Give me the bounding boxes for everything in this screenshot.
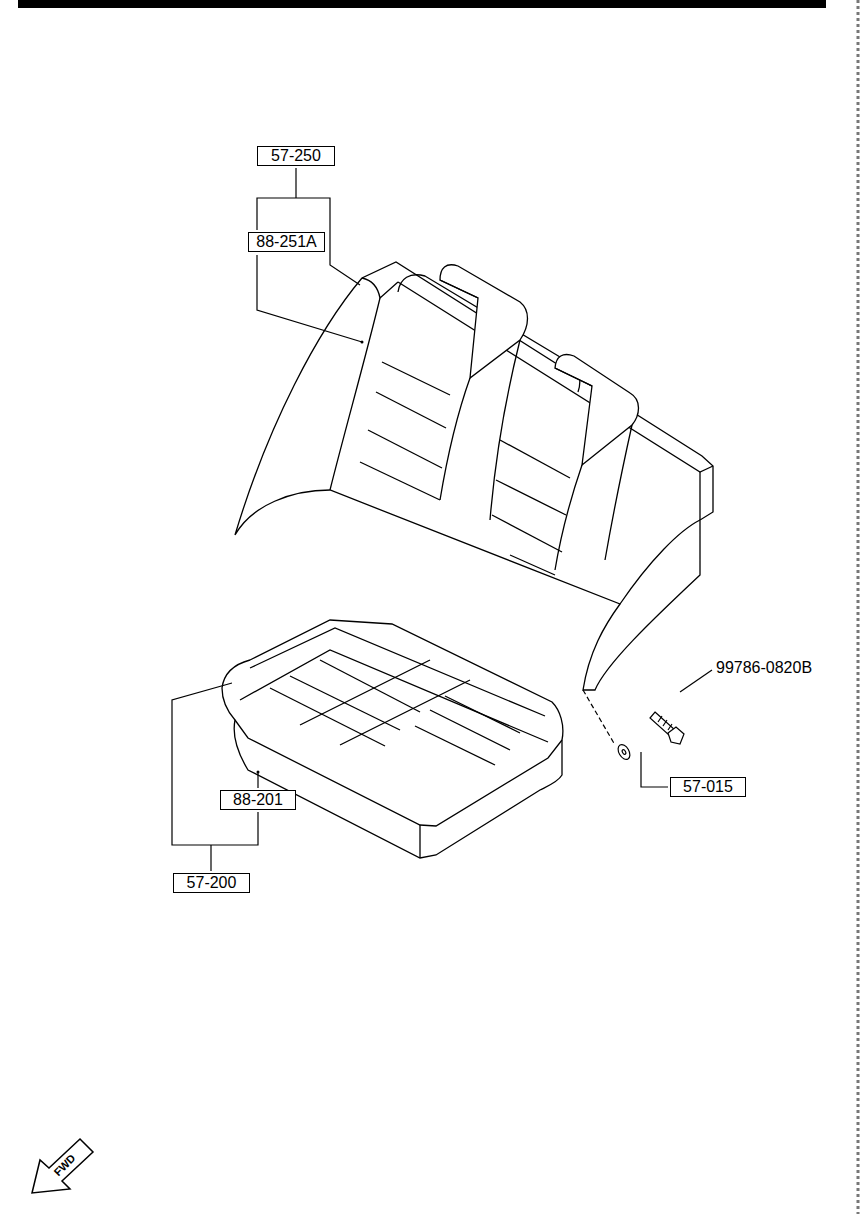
bolt-and-washer <box>616 712 684 761</box>
forward-arrow <box>32 1139 93 1193</box>
rear-seat-back <box>235 262 713 690</box>
callout-number: 57-250 <box>257 146 335 166</box>
page-edge <box>857 0 860 1214</box>
callout-number: 88-201 <box>220 790 296 810</box>
leader-dot <box>257 771 260 774</box>
rear-seat-cushion <box>222 620 563 858</box>
leader-dot <box>361 341 364 344</box>
callout-number: 88-251A <box>248 232 325 252</box>
leader-lines <box>172 168 712 871</box>
callout-number: 57-200 <box>173 873 250 893</box>
top-bar <box>18 0 826 8</box>
part-number: 99786-0820B <box>716 659 812 677</box>
callout-number: 57-015 <box>670 777 746 797</box>
